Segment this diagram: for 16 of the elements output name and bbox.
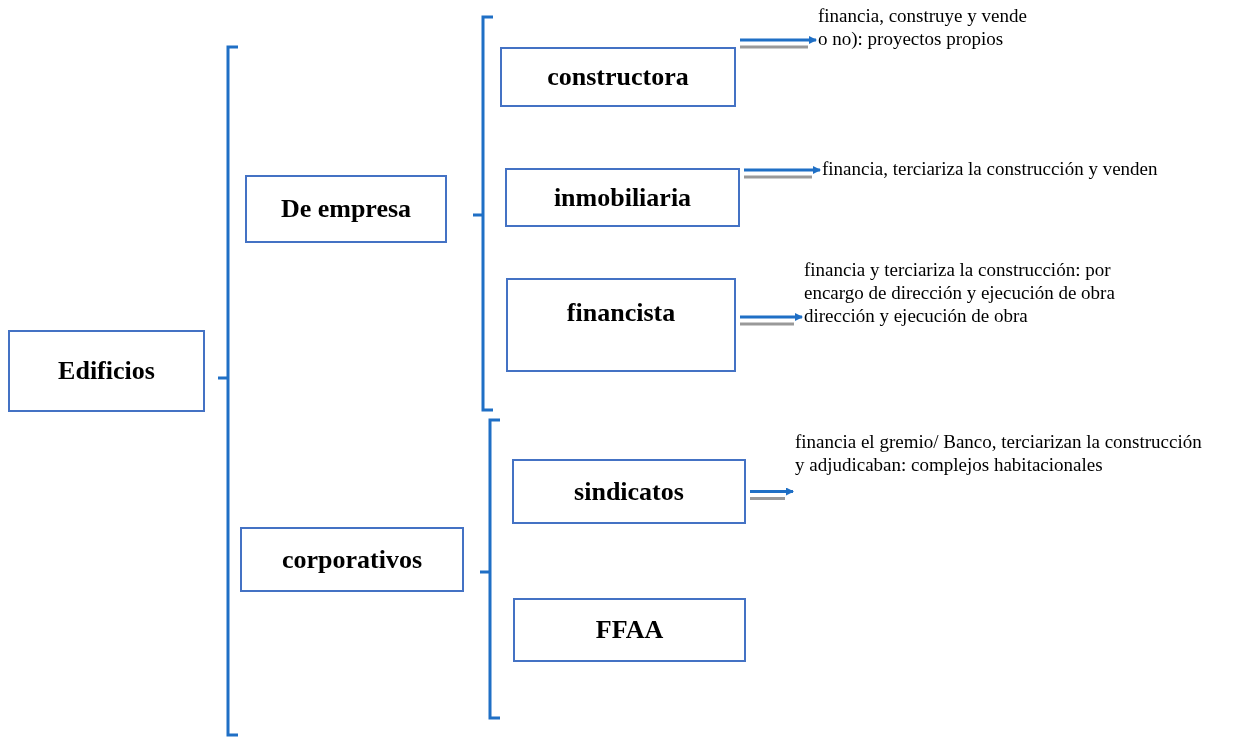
description-text: financia y terciariza la construcción: por encargo de dirección y ejecución de obra dirección y ejecución de obra — [804, 258, 1122, 327]
double-arrow — [740, 36, 817, 49]
category-box: inmobiliaria — [505, 168, 740, 227]
category-box: sindicatos — [512, 459, 746, 524]
category-box: FFAA — [513, 598, 746, 662]
description-text: financia, construye y vende o no): proyectos propios — [818, 4, 1038, 50]
category-box: financista — [506, 278, 736, 372]
category-box: constructora — [500, 47, 736, 107]
description-text: financia el gremio/ Banco, terciarizan la construcción y adjudicaban: complejos habitacionales — [795, 430, 1215, 476]
double-arrow — [744, 166, 821, 179]
category-box: De empresa — [245, 175, 447, 243]
category-box: Edificios — [8, 330, 205, 412]
double-arrow — [750, 487, 794, 500]
double-arrow — [740, 313, 803, 326]
category-box: corporativos — [240, 527, 464, 592]
description-text: financia, terciariza la construcción y venden — [822, 157, 1222, 180]
